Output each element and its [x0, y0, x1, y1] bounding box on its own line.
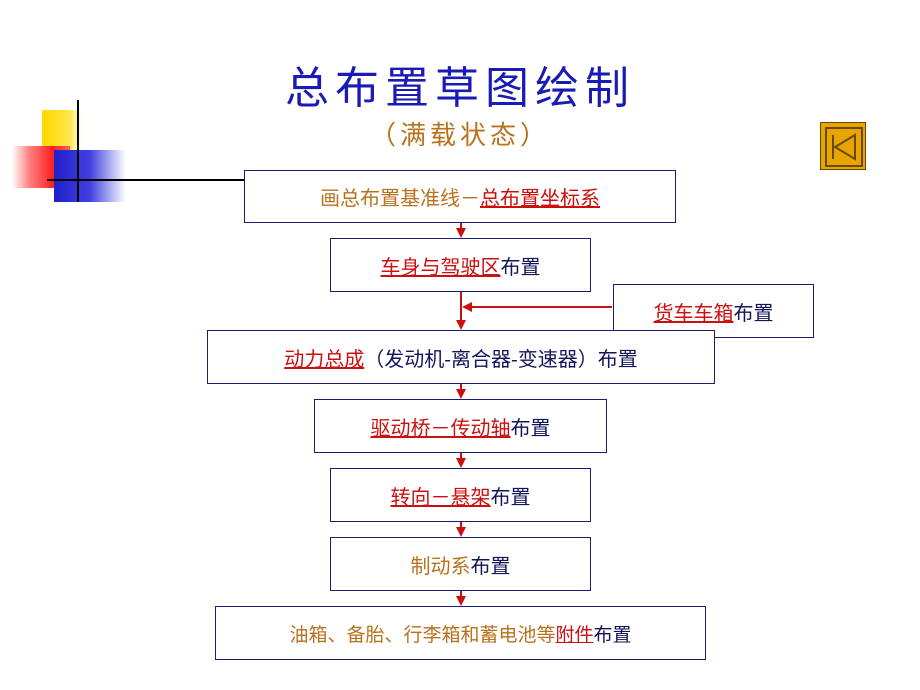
drive-box: 驱动桥－传动轴布置 [314, 399, 607, 453]
datum-box: 画总布置基准线－总布置坐标系 [244, 170, 676, 223]
cargo-suffix: 布置 [733, 300, 774, 325]
brake-plain: 制动系 [410, 553, 471, 578]
body-link[interactable]: 车身与驾驶区 [380, 254, 501, 279]
acc-plain: 油箱、备胎、行李箱和蓄电池等 [289, 623, 556, 646]
body-suffix: 布置 [500, 254, 541, 279]
steer-link[interactable]: 转向－悬架 [390, 484, 491, 509]
steer-suffix: 布置 [490, 484, 531, 509]
page-title: 总布置草图绘制 [285, 63, 635, 114]
drive-link[interactable]: 驱动桥－传动轴 [370, 415, 511, 440]
page-subtitle: （满载状态） [369, 121, 550, 151]
deco-blue-square [54, 150, 126, 202]
cargo-link[interactable]: 货车车箱 [653, 300, 734, 325]
cargo-box: 货车车箱布置 [613, 284, 814, 338]
brake-box: 制动系布置 [330, 537, 591, 591]
accessories-box: 油箱、备胎、行李箱和蓄电池等附件布置 [215, 606, 706, 660]
back-button[interactable] [820, 122, 866, 170]
deco-horizontal-line [47, 179, 247, 181]
power-detail: （发动机-离合器-变速器）布置 [364, 346, 638, 371]
power-box: 动力总成（发动机-离合器-变速器）布置 [207, 330, 715, 384]
acc-link[interactable]: 附件 [555, 623, 594, 646]
body-box: 车身与驾驶区布置 [330, 238, 591, 292]
datum-plain: 画总布置基准线－ [320, 186, 480, 210]
brake-suffix: 布置 [470, 553, 511, 578]
power-link[interactable]: 动力总成 [284, 346, 365, 371]
drive-suffix: 布置 [510, 415, 551, 440]
deco-vertical-line [77, 100, 79, 202]
datum-link[interactable]: 总布置坐标系 [480, 186, 600, 210]
back-arrow-icon [825, 127, 863, 167]
steer-box: 转向－悬架布置 [330, 468, 591, 522]
acc-suffix: 布置 [593, 623, 632, 646]
